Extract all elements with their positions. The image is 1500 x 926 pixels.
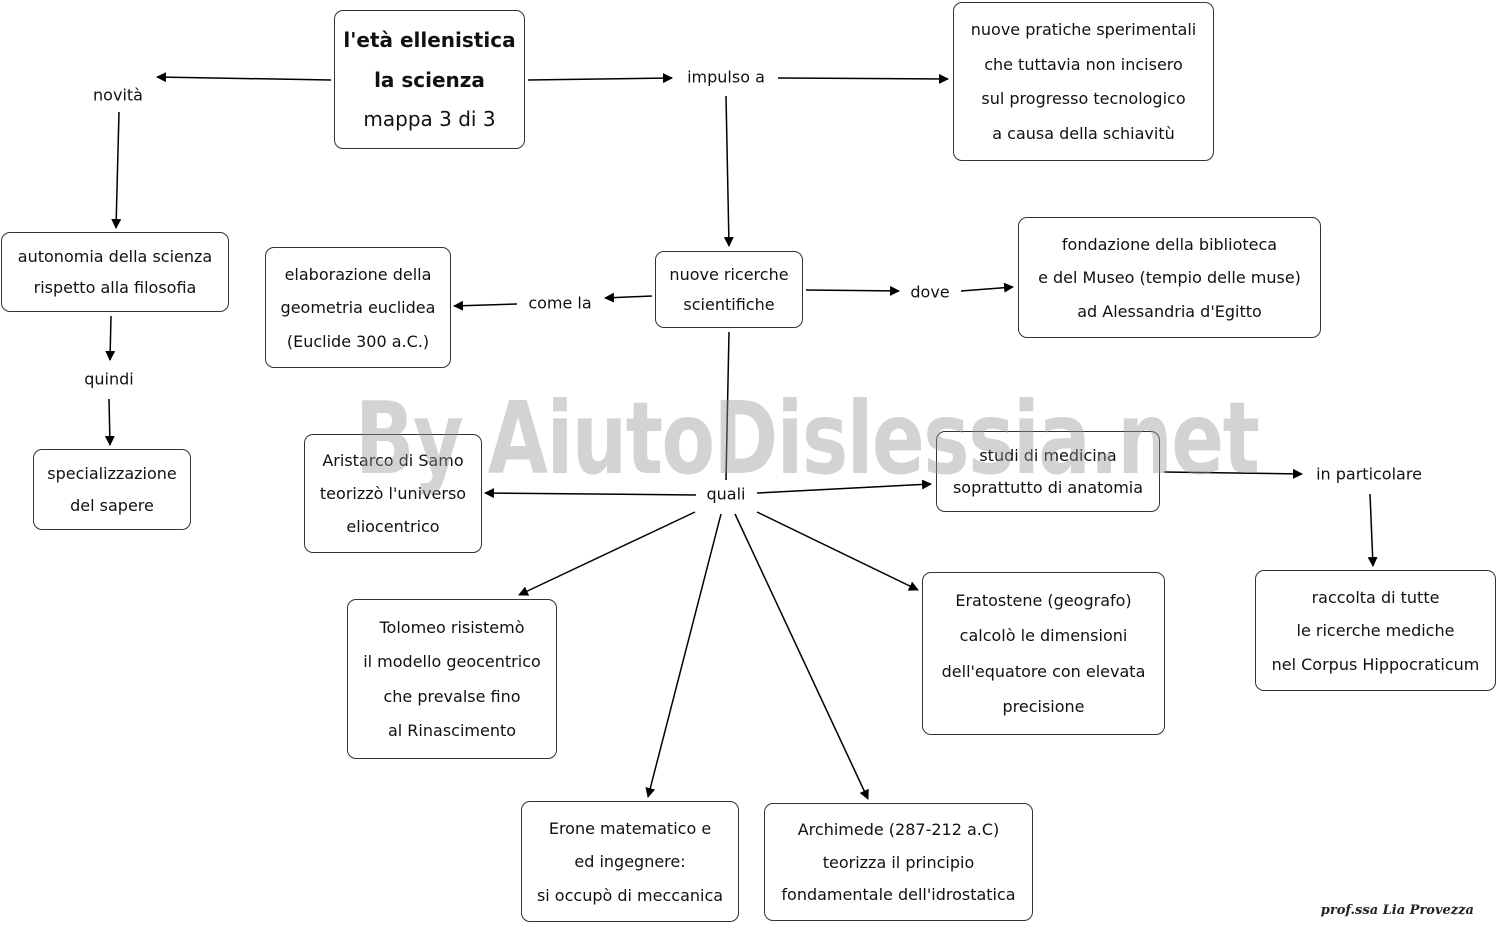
node-text: elaborazione della	[284, 264, 432, 284]
node-text: specializzazione	[47, 464, 177, 484]
link-quali: quali	[706, 484, 746, 504]
node-corpus: raccolta di tutte le ricerche mediche ne…	[1255, 570, 1496, 691]
edge-quindi-specializzazione	[104, 398, 115, 446]
node-text: fondazione della biblioteca	[1061, 234, 1278, 254]
edge-ricerche-comela	[604, 292, 653, 303]
node-text: che prevalse fino	[383, 686, 521, 706]
node-text: rispetto alla filosofia	[33, 278, 197, 297]
node-text: le ricerche mediche	[1296, 621, 1455, 640]
node-text: fondamentale dell'idrostatica	[781, 885, 1016, 905]
edge-quali-eratostene	[756, 511, 919, 591]
node-text: ad Alessandria d'Egitto	[1077, 301, 1262, 321]
node-text: che tuttavia non incisero	[984, 54, 1183, 74]
node-tolomeo: Tolomeo risistemò il modello geocentrico…	[347, 599, 557, 759]
edge-impulso-ricerche	[723, 95, 734, 247]
edge-medicina-particolare	[1163, 468, 1303, 479]
edge-novita-autonomia	[111, 111, 122, 229]
edge-particolare-corpus	[1367, 493, 1378, 567]
link-in-particolare: in particolare	[1316, 464, 1422, 484]
node-text: sul progresso tecnologico	[981, 89, 1186, 109]
node-text: Erone matematico e	[548, 818, 712, 838]
node-pratiche: nuove pratiche sperimentali che tuttavia…	[953, 2, 1214, 161]
node-text: studi di medicina	[979, 446, 1117, 466]
node-erone: Erone matematico e ed ingegnere: si occu…	[521, 801, 739, 922]
node-text: eliocentrico	[346, 517, 440, 536]
node-text: soprattutto di anatomia	[952, 477, 1144, 497]
edge-dove-biblioteca	[960, 282, 1014, 293]
node-text: nel Corpus Hippocraticum	[1271, 654, 1480, 674]
edge-quali-aristarco	[484, 488, 697, 499]
node-text: precisione	[1002, 696, 1085, 716]
edge-quali-tolomeo	[518, 511, 696, 596]
node-text: nuove ricerche	[669, 265, 789, 284]
node-ricerche: nuove ricerche scientifiche	[655, 251, 803, 328]
node-text: dell'equatore con elevata	[941, 661, 1146, 681]
node-text: (Euclide 300 a.C.)	[286, 331, 430, 351]
link-come-la: come la	[528, 293, 592, 313]
main-map-number: mappa 3 di 3	[363, 106, 496, 131]
edge-quali-erone	[645, 513, 722, 798]
node-text: autonomia della scienza	[17, 247, 213, 266]
node-eratostene: Eratostene (geografo) calcolò le dimensi…	[922, 572, 1165, 735]
edge-main-novita	[156, 72, 332, 83]
node-text: al Rinascimento	[387, 721, 517, 741]
main-subtitle: la scienza	[374, 67, 485, 92]
edge-main-impulso	[527, 73, 673, 84]
node-text: si occupò di meccanica	[536, 885, 724, 905]
edge-comela-geometria	[453, 300, 518, 311]
main-title: l'età ellenistica	[343, 28, 516, 53]
edge-autonomia-quindi	[105, 315, 116, 361]
edge-quali-archimede	[734, 513, 869, 800]
node-text: scientifiche	[683, 295, 775, 314]
node-aristarco: Aristarco di Samo teorizzò l'universo el…	[304, 434, 482, 553]
edge-quali-medicina	[756, 479, 932, 494]
node-text: Eratostene (geografo)	[955, 591, 1132, 611]
node-text: Archimede (287-212 a.C)	[797, 819, 1000, 839]
node-text: calcolò le dimensioni	[959, 626, 1128, 646]
author-signature: prof.ssa Lia Provezza	[1320, 903, 1474, 918]
node-text: e del Museo (tempio delle muse)	[1038, 268, 1301, 287]
link-impulso: impulso a	[687, 67, 765, 87]
link-novita: novità	[93, 85, 143, 105]
node-text: ed ingegnere:	[574, 852, 686, 871]
edge-ricerche-quali	[725, 331, 730, 481]
main-title-node: l'età ellenistica la scienza mappa 3 di …	[334, 10, 525, 149]
node-medicina: studi di medicina soprattutto di anatomi…	[936, 431, 1160, 512]
node-autonomia: autonomia della scienza rispetto alla fi…	[1, 232, 229, 312]
link-dove: dove	[910, 282, 950, 302]
node-text: raccolta di tutte	[1311, 587, 1440, 607]
node-text: teorizzò l'universo	[319, 484, 467, 503]
node-text: il modello geocentrico	[363, 652, 541, 672]
link-quindi: quindi	[84, 369, 134, 389]
node-geometria: elaborazione della geometria euclidea (E…	[265, 247, 451, 368]
node-text: Tolomeo risistemò	[379, 617, 525, 637]
node-text: a causa della schiavitù	[992, 123, 1175, 143]
node-archimede: Archimede (287-212 a.C) teorizza il prin…	[764, 803, 1033, 921]
node-text: geometria euclidea	[280, 298, 436, 317]
node-text: Aristarco di Samo	[322, 451, 464, 470]
node-biblioteca: fondazione della biblioteca e del Museo …	[1018, 217, 1321, 338]
node-text: nuove pratiche sperimentali	[970, 20, 1197, 40]
edge-ricerche-dove	[805, 285, 900, 296]
node-text: del sapere	[70, 495, 154, 515]
node-text: teorizza il principio	[822, 852, 975, 872]
node-specializzazione: specializzazione del sapere	[33, 449, 191, 530]
edge-impulso-pratiche	[777, 73, 949, 84]
